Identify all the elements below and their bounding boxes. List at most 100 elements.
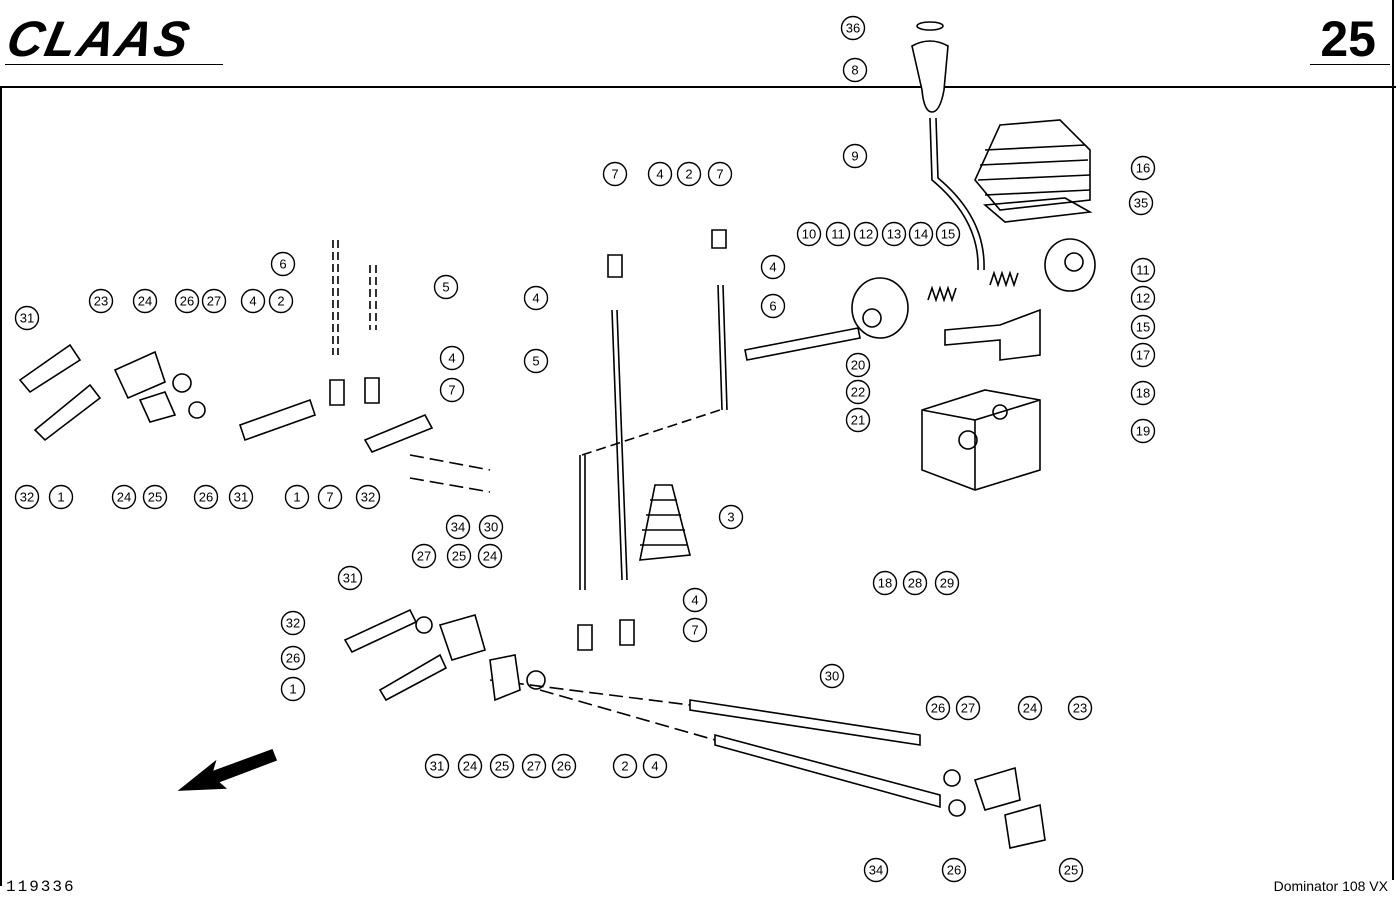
callout-circle bbox=[523, 285, 549, 311]
callout-circle bbox=[433, 274, 459, 300]
callout-18: 18 bbox=[872, 570, 898, 596]
callout-4: 4 bbox=[682, 587, 708, 613]
callout-circle bbox=[842, 143, 868, 169]
rod-6-left bbox=[332, 240, 339, 355]
callout-5: 5 bbox=[523, 348, 549, 374]
callout-number: 1 bbox=[57, 490, 64, 505]
dash-link bbox=[581, 409, 721, 456]
callout-22: 22 bbox=[845, 379, 871, 405]
lever-arm-right bbox=[363, 413, 434, 453]
callout-6: 6 bbox=[270, 251, 296, 277]
bracket bbox=[944, 308, 1041, 361]
callout-circle bbox=[446, 543, 472, 569]
callout-circle bbox=[825, 221, 851, 247]
lever-32-upper bbox=[18, 343, 82, 394]
callout-32: 32 bbox=[14, 484, 40, 510]
callout-23: 23 bbox=[1067, 695, 1093, 721]
callout-26: 26 bbox=[193, 484, 219, 510]
rod-6-center bbox=[717, 284, 728, 411]
callout-circle bbox=[1130, 380, 1156, 406]
callout-number: 24 bbox=[463, 759, 477, 774]
callout-circle bbox=[845, 407, 871, 433]
callout-circle bbox=[908, 221, 934, 247]
callout-number: 31 bbox=[430, 759, 444, 774]
callout-25: 25 bbox=[1058, 857, 1084, 883]
callout-number: 26 bbox=[286, 651, 300, 666]
callout-circle bbox=[477, 543, 503, 569]
callout-number: 6 bbox=[769, 299, 776, 314]
direction-arrow bbox=[177, 748, 278, 791]
callout-number: 24 bbox=[483, 549, 497, 564]
callout-circle bbox=[902, 570, 928, 596]
header-divider bbox=[0, 86, 1396, 88]
callout-number: 27 bbox=[961, 701, 975, 716]
callout-20: 20 bbox=[845, 352, 871, 378]
callout-number: 15 bbox=[941, 227, 955, 242]
callout-circle bbox=[1130, 155, 1156, 181]
callout-4: 4 bbox=[439, 345, 465, 371]
callout-circle bbox=[718, 504, 744, 530]
rod-5-left bbox=[369, 265, 377, 330]
callout-7: 7 bbox=[439, 377, 465, 403]
callout-circle bbox=[457, 753, 483, 779]
callout-circle bbox=[707, 161, 733, 187]
rod-threaded-left bbox=[579, 455, 586, 590]
callout-number: 26 bbox=[557, 759, 571, 774]
lever-32-lower bbox=[343, 608, 418, 654]
callout-circle bbox=[240, 288, 266, 314]
callout-12: 12 bbox=[1130, 285, 1156, 311]
callout-number: 23 bbox=[1073, 701, 1087, 716]
callout-1: 1 bbox=[48, 484, 74, 510]
callout-circle bbox=[612, 753, 638, 779]
callout-number: 1 bbox=[289, 682, 296, 697]
callout-circle bbox=[863, 857, 889, 883]
flange-24-lower2 bbox=[489, 654, 521, 702]
callout-number: 32 bbox=[20, 490, 34, 505]
callout-circle bbox=[355, 484, 381, 510]
callout-circle bbox=[925, 695, 951, 721]
callout-31: 31 bbox=[337, 565, 363, 591]
callout-24: 24 bbox=[457, 753, 483, 779]
drawing-number: 119336 bbox=[6, 878, 76, 896]
callout-26: 26 bbox=[174, 288, 200, 314]
callout-number: 31 bbox=[234, 490, 248, 505]
callout-31: 31 bbox=[424, 753, 450, 779]
callout-4: 4 bbox=[523, 285, 549, 311]
bearing-housing-left bbox=[851, 277, 909, 339]
tube-34 bbox=[714, 733, 941, 809]
callout-23: 23 bbox=[88, 288, 114, 314]
callout-19: 19 bbox=[1130, 418, 1156, 444]
callout-circle bbox=[1130, 418, 1156, 444]
callout-number: 14 bbox=[914, 227, 928, 242]
callout-circle bbox=[872, 570, 898, 596]
model-name: Dominator 108 VX bbox=[1273, 878, 1388, 894]
callout-circle bbox=[142, 484, 168, 510]
callout-28: 28 bbox=[902, 570, 928, 596]
callout-24: 24 bbox=[132, 288, 158, 314]
callout-circle bbox=[1067, 695, 1093, 721]
callout-circle bbox=[1130, 314, 1156, 340]
callout-7: 7 bbox=[602, 161, 628, 187]
callout-number: 12 bbox=[859, 227, 873, 242]
callout-circle bbox=[411, 543, 437, 569]
callout-number: 18 bbox=[878, 576, 892, 591]
callout-circle bbox=[523, 348, 549, 374]
callout-17: 17 bbox=[1130, 342, 1156, 368]
callout-circle bbox=[174, 288, 200, 314]
callout-30: 30 bbox=[819, 663, 845, 689]
ball-joint-top bbox=[607, 229, 727, 278]
callout-circle bbox=[642, 753, 668, 779]
callout-number: 31 bbox=[20, 311, 34, 326]
callout-number: 31 bbox=[343, 571, 357, 586]
callout-26: 26 bbox=[941, 857, 967, 883]
callout-circle bbox=[48, 484, 74, 510]
callout-32: 32 bbox=[355, 484, 381, 510]
callout-circle bbox=[439, 345, 465, 371]
callout-number: 1 bbox=[293, 490, 300, 505]
rod-5-center bbox=[611, 309, 628, 581]
logo-underline bbox=[5, 64, 223, 65]
flange-24-upper bbox=[113, 350, 166, 400]
callout-13: 13 bbox=[881, 221, 907, 247]
callout-34: 34 bbox=[863, 857, 889, 883]
callout-number: 30 bbox=[825, 669, 839, 684]
